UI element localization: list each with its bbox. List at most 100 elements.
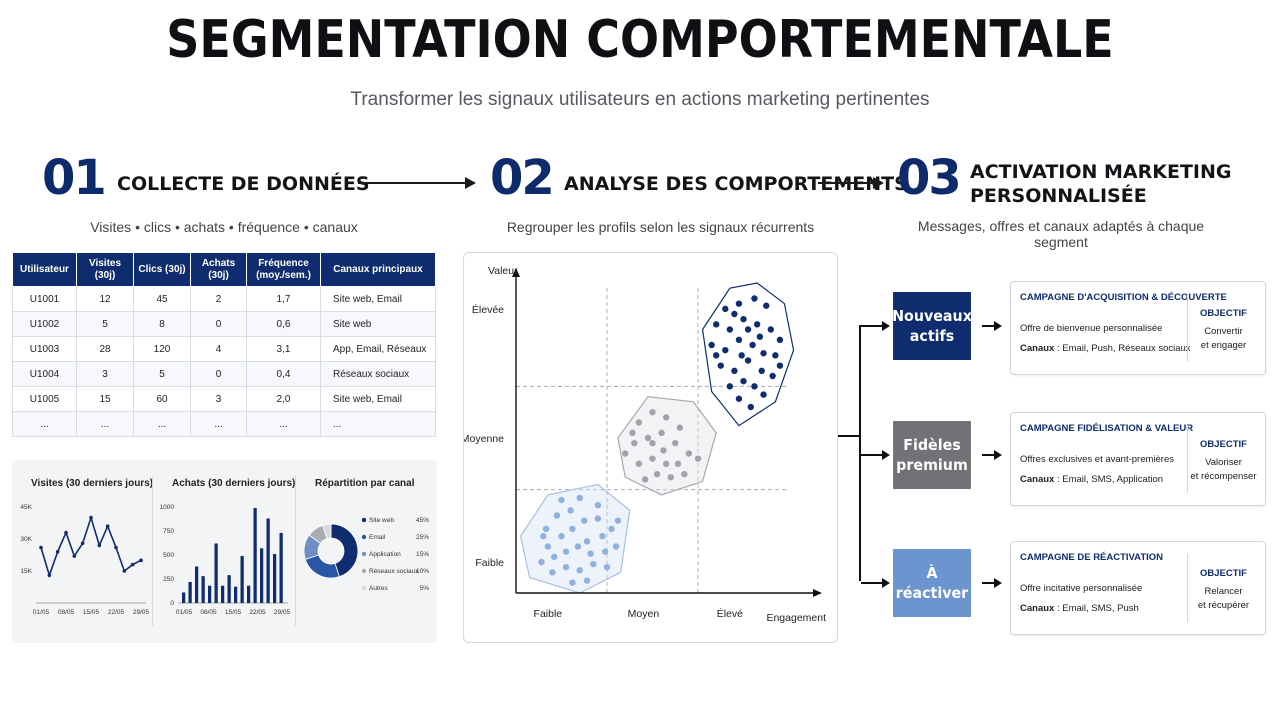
scatter-point-low (562, 548, 570, 555)
scatter-point-low (544, 543, 552, 550)
campaign-title: CAMPAGNE DE RÉACTIVATION (1020, 552, 1164, 563)
purchase-bar (214, 543, 218, 603)
cell-channels: ... (320, 411, 436, 437)
cell-visits: 28 (76, 336, 134, 362)
cell-frequency: 0,4 (246, 361, 321, 387)
segment-arrow-out (982, 582, 995, 584)
segment-arrow-in (861, 582, 883, 584)
behavior-scatter-plot: ValeurEngagementÉlevéeMoyenneFaibleFaibl… (464, 265, 826, 624)
scatter-point-high (726, 383, 734, 390)
purchase-bar (227, 575, 231, 603)
channels-chart-title: Répartition par canal (315, 478, 415, 489)
channels-value: : Email, Push, Réseaux sociaux (1054, 343, 1191, 354)
x-tick-label: 01/05 (33, 609, 50, 616)
x-tick-label: Élevé (717, 607, 743, 620)
segment-label-line1: Nouveaux (892, 307, 972, 325)
step-1-desc: Visites • clics • achats • fréquence • c… (90, 219, 358, 235)
user-data-table: Utilisateur Visites (30j) Clics (30j) Ac… (12, 252, 436, 437)
x-tick-label: 15/05 (225, 609, 242, 616)
segment-arrow-out-head (994, 578, 1002, 588)
cell-purchases: 2 (190, 286, 247, 312)
cell-clicks: ... (133, 411, 191, 437)
scatter-point-low (594, 515, 602, 522)
page-subtitle: Transformer les signaux utilisateurs en … (350, 89, 930, 110)
scatter-point-low (538, 558, 545, 566)
legend-swatch (361, 551, 367, 557)
purchase-bar (195, 566, 199, 603)
col-header-frequency: Fréquence (moy./sem.) (246, 252, 321, 287)
objective-line2: et engager (1200, 340, 1247, 351)
segment-arrow-out-head (994, 450, 1002, 460)
cell-visits: 3 (76, 361, 134, 387)
cell-channels: Réseaux sociaux (320, 361, 436, 387)
scatter-point-high (740, 315, 747, 323)
cell-purchases: 3 (190, 386, 247, 412)
x-tick-label: 29/05 (133, 609, 150, 616)
scatter-point-mid (644, 434, 652, 442)
x-tick-label: 29/05 (274, 609, 291, 616)
visits-data-point (130, 562, 135, 567)
legend-swatch (361, 585, 367, 591)
cell-clicks: 5 (133, 361, 191, 387)
scatter-point-low (583, 538, 591, 545)
purchase-bar (273, 554, 277, 603)
cell-frequency: 2,0 (246, 386, 321, 412)
legend-label: Site web (369, 517, 394, 524)
x-tick-label: 15/05 (83, 609, 100, 616)
scatter-point-high (753, 321, 761, 328)
scatter-point-high (776, 336, 784, 344)
y-tick-label: 1000 (160, 504, 175, 511)
purchase-bar (182, 592, 186, 603)
legend-swatch (361, 517, 367, 523)
legend-label: Application (369, 551, 401, 558)
connector-stem (838, 435, 860, 437)
scatter-point-mid (676, 424, 683, 431)
scatter-point-high (751, 383, 758, 390)
visits-data-point (80, 541, 85, 546)
cell-user: U1003 (12, 336, 77, 362)
campaign-offer: Offres exclusives et avant-premières (1020, 454, 1174, 465)
scatter-point-low (574, 543, 582, 550)
scatter-point-high (769, 372, 776, 380)
objective-line1: Relancer (1204, 586, 1243, 597)
visits-data-point (114, 545, 118, 550)
scatter-point-mid (653, 470, 661, 478)
cell-channels: Site web, Email (320, 386, 436, 412)
visits-chart-title: Visites (30 derniers jours) (31, 478, 154, 489)
scatter-point-low (594, 501, 602, 509)
segment-arrow-in-head (882, 321, 890, 331)
objective-line2: et récompenser (1190, 471, 1257, 482)
mini-divider-2 (295, 476, 296, 626)
purchase-bar (221, 585, 225, 603)
legend-pct: 10% (416, 568, 429, 575)
channels-label: Canaux (1020, 474, 1055, 485)
scatter-point-low (587, 550, 594, 557)
campaign-card: CAMPAGNE FIDÉLISATION & VALEUR Offres ex… (1010, 412, 1266, 506)
y-axis-title: Valeur (488, 265, 518, 277)
visits-data-point (97, 543, 102, 548)
scatter-point-mid (631, 439, 638, 447)
scatter-point-mid (681, 470, 688, 478)
channels-label: Canaux (1020, 603, 1055, 614)
scatter-point-low (601, 548, 609, 555)
scatter-point-high (747, 403, 754, 411)
donut-slice (330, 523, 359, 578)
scatter-point-mid (622, 450, 629, 457)
scatter-point-mid (649, 439, 656, 447)
col-header-visits: Visites (30j) (76, 252, 134, 287)
campaign-channels: Canaux : Email, SMS, Push (1020, 603, 1139, 614)
scatter-point-mid (674, 460, 682, 468)
visits-data-point (122, 569, 127, 573)
scatter-point-mid (635, 460, 643, 468)
objective-title: OBJECTIF (1200, 568, 1247, 579)
scatter-point-high (763, 302, 770, 309)
scatter-point-low (590, 560, 597, 568)
campaign-offer: Offre incitative personnalisée (1020, 583, 1143, 594)
col-header-channels: Canaux principaux (320, 252, 436, 287)
cell-clicks: 60 (133, 386, 191, 412)
